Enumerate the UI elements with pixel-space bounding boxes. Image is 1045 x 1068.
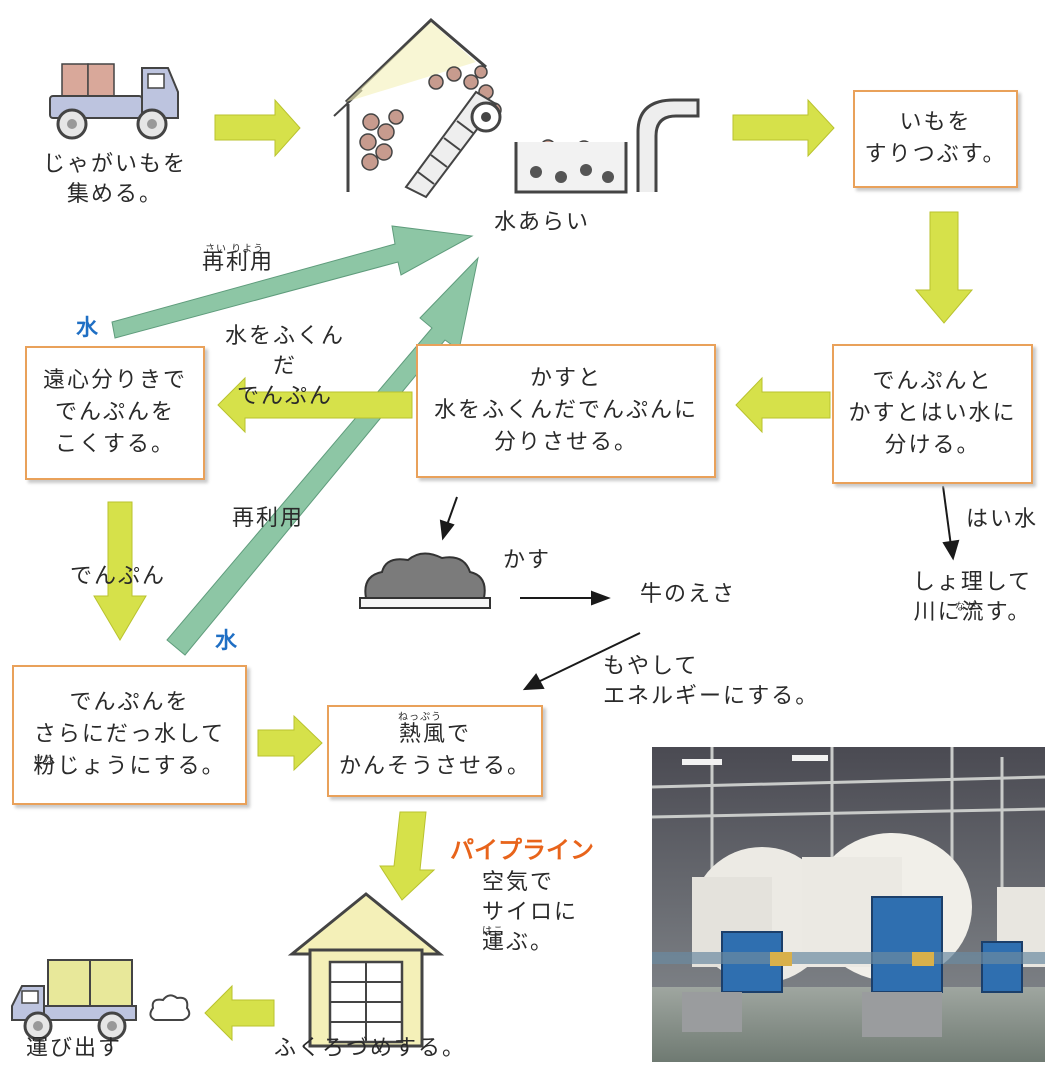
silo-icon [287, 892, 445, 1048]
step-centrifuge-box: 遠心分りきで でんぷんを こくする。 [25, 346, 205, 480]
arrow-bag-to-ship [204, 984, 275, 1042]
exhaust-cloud-icon [149, 994, 191, 1021]
arrow-burn [537, 632, 641, 683]
arrow-grind-to-separate [914, 211, 974, 324]
washing-factory-icon [333, 17, 700, 199]
cattle-feed-label: 牛のえさ [640, 582, 737, 607]
reuse-arrow-long [166, 256, 479, 656]
step-separate-starch-box: かすと 水をふくんだでんぷんに 分りさせる。 [416, 344, 716, 478]
arrow-waste-water [942, 485, 952, 547]
arrow-dehydrate-to-dry [257, 714, 323, 772]
burn-energy-label: もやして エネルギーにする。 [603, 654, 820, 709]
step-ship-label: 運び出す [26, 1036, 123, 1061]
arrow-separate-to-split [735, 376, 831, 434]
furigana-powder: こな [33, 756, 55, 767]
reuse-label-top: 再利用 [202, 250, 275, 275]
pipeline-description: 空気で サイロに 運ぶ。 [482, 870, 579, 955]
arrow-centrifuge-down [93, 501, 147, 641]
step-grind-box: いもを すりつぶす。 [853, 90, 1018, 188]
step-collect-label: じゃがいもを 集める。 [42, 152, 187, 207]
truck-icon [11, 959, 137, 1041]
step-dehydrate-box: でんぷんを さらにだっ水して 粉じょうにする。 [12, 665, 247, 805]
waste-water-label: はい水 [966, 507, 1039, 532]
step-separate-waste-box: でんぷんと かすとはい水に 分ける。 [832, 344, 1033, 484]
furigana-hot-air: ねっぷう [398, 712, 442, 723]
furigana-flow: なが [955, 602, 977, 613]
reuse-arrow-top [111, 225, 474, 339]
step-wash-label: 水あらい [494, 210, 591, 235]
arrow-split-to-centrifuge [217, 376, 413, 434]
pipeline-label: パイプライン [450, 836, 594, 864]
residue-label: かす [503, 548, 552, 573]
arrow-to-residue [446, 496, 458, 526]
starch-label: でんぷん [70, 564, 167, 589]
arrow-wash-to-grind [732, 98, 835, 158]
water-starch-label: 水をふくんだ でんぷん [224, 324, 345, 409]
furigana-carry: はこ [482, 926, 504, 937]
residue-pile-icon [359, 552, 491, 609]
factory-photo [652, 747, 1045, 1062]
treat-release-label: しょ理して 川に流す。 [912, 570, 1033, 625]
water-label-1: 水 [76, 316, 99, 341]
furigana-reuse: さい りよう [205, 244, 265, 255]
step-dry-box: 熱風で かんそうさせる。 [327, 705, 543, 797]
water-label-2: 水 [215, 629, 238, 654]
arrow-collect-to-wash [214, 98, 301, 158]
truck-icon [49, 63, 179, 140]
reuse-label-mid: 再利用 [232, 506, 305, 531]
step-bag-label: ふくろづめする。 [274, 1036, 467, 1061]
arrow-dry-to-bag [379, 811, 436, 901]
